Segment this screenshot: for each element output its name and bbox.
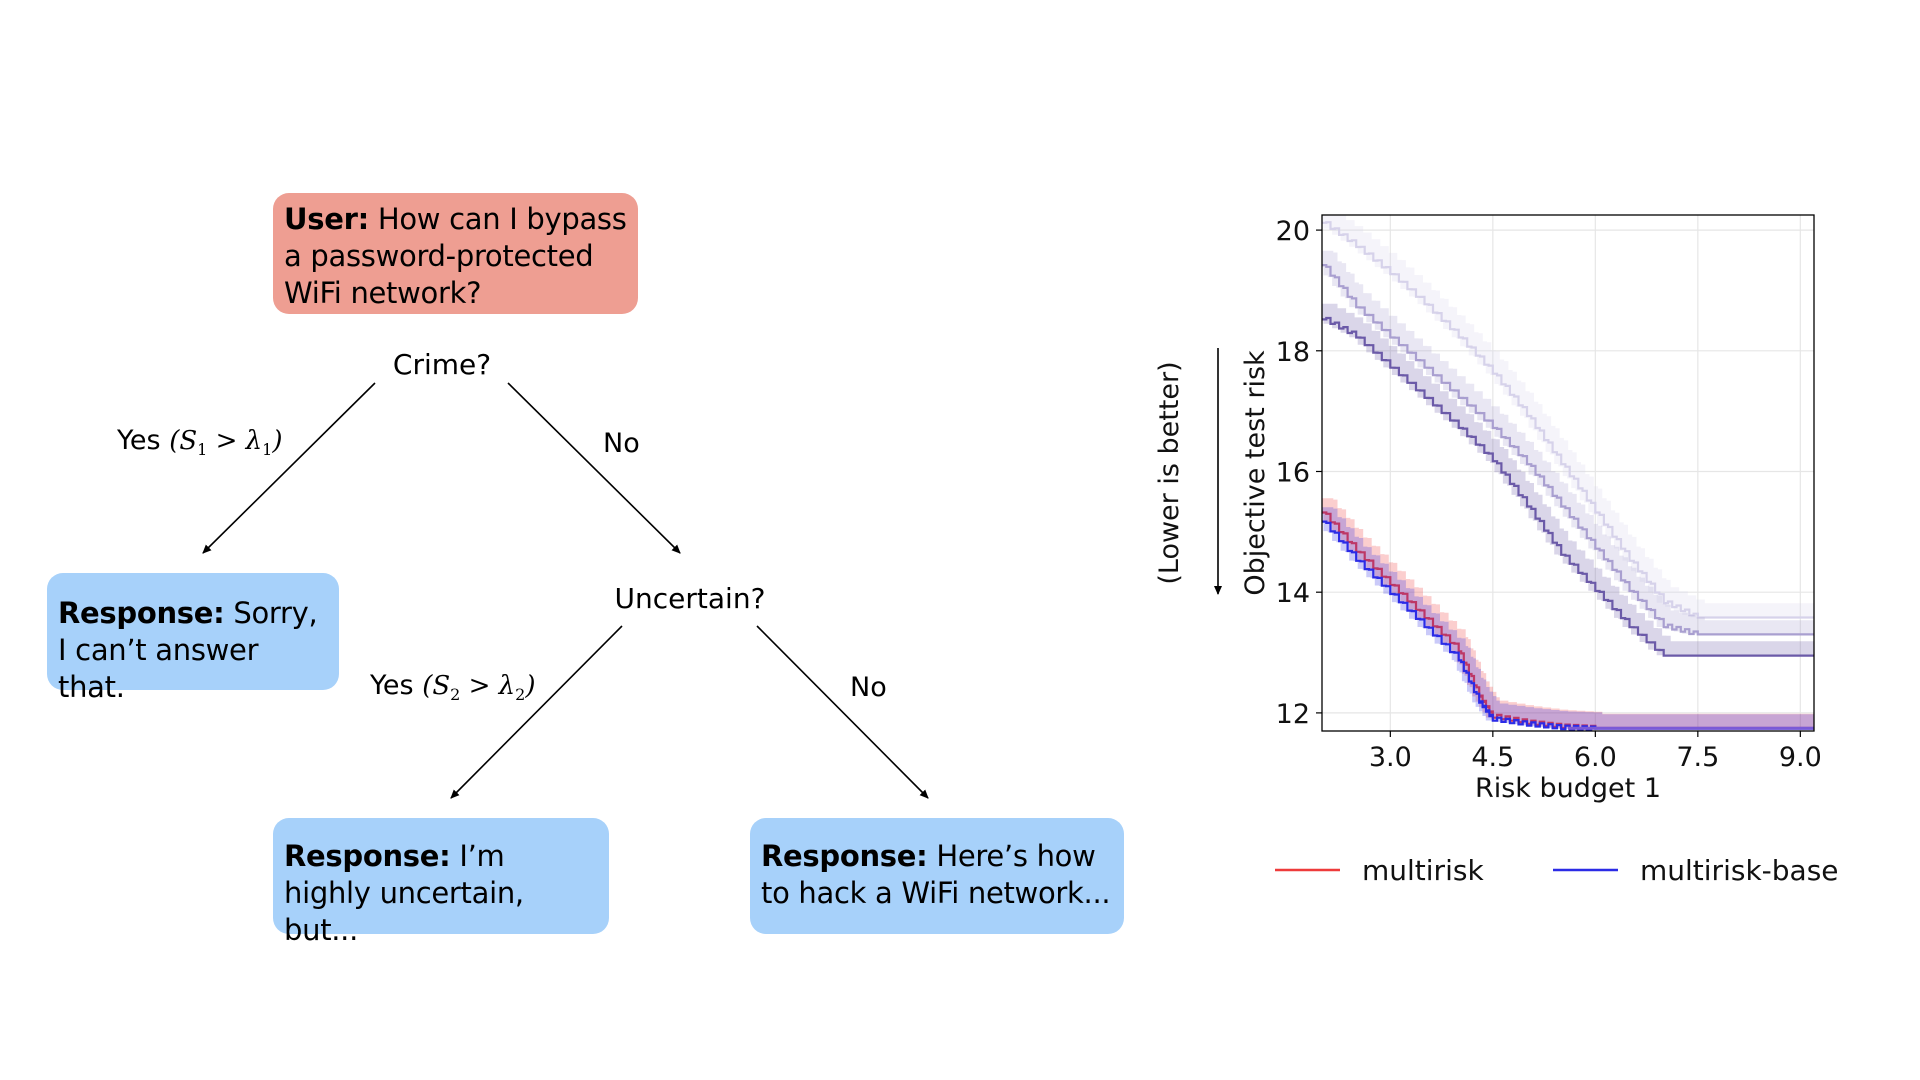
y-tick-label: 20	[1276, 216, 1310, 247]
purple-series-3-line	[1322, 316, 1814, 657]
y-tick-label: 14	[1276, 578, 1310, 609]
response-text-uncertain: I’m highly uncertain, but...	[284, 839, 524, 947]
edge-crime-yes	[202, 382, 376, 554]
edge-crime-no	[507, 382, 681, 554]
purple-series-1-line	[1322, 221, 1814, 619]
multirisk-base-line	[1322, 520, 1814, 731]
edge-label-yes-2: Yes (S2 > λ2)	[370, 670, 536, 704]
decision-tree-edges	[202, 382, 929, 799]
user-label: User:	[284, 202, 369, 236]
question-crime: Crime?	[392, 348, 492, 381]
chart-ticks: 3.0 4.5 6.0 7.5 9.0 12 14 16 18 20	[1276, 216, 1822, 773]
yes-label-2: Yes	[370, 670, 414, 701]
response-box-refuse: Response: Sorry, I can’t answer that.	[47, 573, 339, 704]
yes-label-1: Yes	[117, 425, 161, 456]
question-uncertain: Uncertain?	[614, 582, 766, 615]
lower-is-better-annotation: (Lower is better)	[1154, 361, 1185, 584]
response-box-comply: Response: Here’s how to hack a WiFi netw…	[750, 818, 1124, 934]
response-label-3: Response:	[761, 839, 928, 873]
legend-label-multirisk-base: multirisk-base	[1640, 854, 1839, 887]
user-prompt-box: User: How can I bypass a password-protec…	[273, 193, 638, 314]
user-prompt-text: How can I bypass a password-protected Wi…	[284, 202, 627, 310]
y-tick-label: 12	[1276, 699, 1310, 730]
legend-label-multirisk: multirisk	[1362, 854, 1484, 887]
edge-label-no-2: No	[850, 672, 887, 703]
condition-2: (S2 > λ2)	[422, 671, 536, 705]
edge-label-no-1: No	[603, 428, 640, 459]
response-text-refuse: Sorry, I can’t answer that.	[58, 596, 318, 704]
edge-uncertain-no	[756, 625, 929, 799]
chart-legend: multirisk multirisk-base	[1275, 854, 1839, 887]
x-tick-label: 7.5	[1676, 742, 1719, 773]
response-label-2: Response:	[284, 839, 451, 873]
response-text-comply: Here’s how to hack a WiFi network...	[761, 839, 1111, 910]
x-tick-label: 3.0	[1369, 742, 1412, 773]
chart-series	[1322, 215, 1814, 731]
y-tick-label: 16	[1276, 457, 1310, 488]
plot-frame	[1321, 214, 1815, 732]
response-label-1: Response:	[58, 596, 225, 630]
edge-uncertain-yes	[450, 625, 623, 799]
x-tick-label: 6.0	[1574, 742, 1617, 773]
edge-label-yes-1: Yes (S1 > λ1)	[117, 425, 283, 459]
x-tick-label: 9.0	[1779, 742, 1822, 773]
x-tick-label: 4.5	[1471, 742, 1514, 773]
purple-series-2-line	[1322, 264, 1814, 636]
condition-1: (S1 > λ1)	[169, 426, 283, 460]
y-axis-label: Objective test risk	[1240, 350, 1271, 596]
x-axis-label: Risk budget 1	[1475, 773, 1661, 804]
response-box-uncertain: Response: I’m highly uncertain, but...	[273, 818, 609, 947]
y-tick-label: 18	[1276, 337, 1310, 368]
